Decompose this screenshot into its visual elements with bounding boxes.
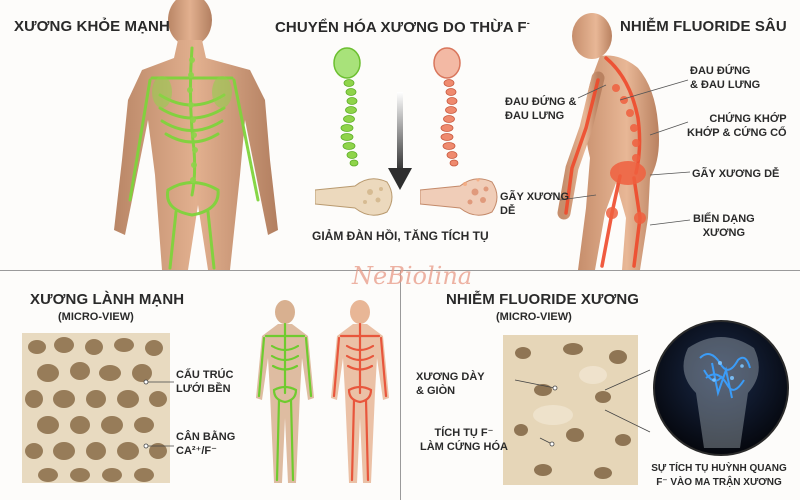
- label-pain-left-line1: ĐAU ĐỨNG &: [505, 96, 577, 108]
- fluorosis-figure: [550, 8, 680, 270]
- label-joint-line1: CHỨNG KHỚP: [709, 113, 787, 125]
- fluoride-micro-tissue: [503, 335, 638, 485]
- green-full-skeleton: [250, 298, 320, 488]
- down-arrow-icon: [385, 92, 415, 192]
- label-balance-line1: CÂN BẰNG: [176, 431, 236, 443]
- bottom-fluoride-title: NHIỄM FLUORIDE XƯƠNG: [446, 291, 640, 308]
- metabolism-caption: GIẢM ĐÀN HỒI, TĂNG TÍCH TỤ: [312, 229, 489, 243]
- label-pain-right: ĐAU ĐỨNG & ĐAU LƯNG: [690, 64, 760, 92]
- bottom-healthy-sub: (MICRO-VIEW): [58, 311, 134, 323]
- label-pain-right-line2: & ĐAU LƯNG: [690, 79, 761, 91]
- label-pain-left: ĐAU ĐỨNG & ĐAU LƯNG: [505, 95, 576, 123]
- label-fluorescence: SỰ TÍCH TỤ HUỲNH QUANG F⁻ VÀO MA TRẬN XƯ…: [640, 462, 798, 490]
- label-deform-line1: BIẾN DẠNG: [693, 213, 755, 225]
- metabolism-title-sup: -: [526, 18, 530, 28]
- bone-end-healthy: [315, 172, 395, 222]
- fluorescence-zoom-circle: [648, 318, 794, 458]
- top-metabolism-title: CHUYỂN HÓA XƯƠNG DO THỪA F-: [275, 18, 530, 36]
- vertical-divider: [400, 271, 401, 500]
- label-joint: CHỨNG KHỚP KHỚP & CỨNG CỔ: [687, 112, 787, 140]
- label-accum: TÍCH TỤ F⁻ LÀM CỨNG HÓA: [420, 426, 508, 454]
- bottom-fluoride-sub: (MICRO-VIEW): [496, 311, 572, 323]
- label-thick-line2: & GIÒN: [416, 385, 456, 397]
- horizontal-divider: [0, 270, 800, 271]
- fluoride-callout-lines: [514, 369, 651, 447]
- label-balance: CÂN BẰNG CA²⁺/F⁻: [176, 430, 235, 458]
- healthy-callout-lines: [143, 379, 174, 449]
- label-fluorescence-line1: SỰ TÍCH TỤ HUỲNH QUANG: [651, 463, 787, 474]
- label-deform-line2: XƯƠNG: [702, 227, 746, 239]
- label-fluorescence-line2: F⁻ VÀO MA TRẬN XƯƠNG: [656, 477, 782, 488]
- metabolism-title-text: CHUYỂN HÓA XƯƠNG DO THỪA F: [275, 19, 527, 36]
- label-deform: BIẾN DẠNG XƯƠNG: [693, 212, 755, 240]
- top-fluorosis-title: NHIỄM FLUORIDE SÂU: [620, 18, 787, 35]
- label-joint-line2: KHỚP & CỨNG CỔ: [687, 127, 787, 139]
- healthy-back-figure: [100, 0, 290, 270]
- fluorosis-callout-lines: [559, 79, 691, 226]
- label-fracture-right: GÃY XƯƠNG DỄ: [692, 168, 780, 180]
- label-accum-line2: LÀM CỨNG HÓA: [420, 441, 508, 453]
- label-fracture-left: GÃY XƯƠNG DỄ: [500, 190, 569, 218]
- label-accum-line1: TÍCH TỤ F⁻: [434, 427, 494, 439]
- red-spine-small: [425, 45, 475, 170]
- label-structure-line2: LƯỚI BỀN: [176, 383, 231, 395]
- bone-end-fluoride: [420, 172, 500, 222]
- bottom-healthy-title: XƯƠNG LÀNH MẠNH: [30, 291, 185, 308]
- label-pain-right-line1: ĐAU ĐỨNG: [690, 65, 751, 77]
- watermark-logo: NeBiolina: [352, 262, 473, 290]
- label-structure-line1: CẤU TRÚC: [176, 369, 234, 381]
- label-pain-left-line2: ĐAU LƯNG: [505, 110, 565, 122]
- healthy-micro-tissue: [22, 333, 170, 483]
- label-fracture-left-line2: DỄ: [500, 205, 516, 217]
- label-fracture-left-line1: GÃY XƯƠNG: [500, 191, 570, 203]
- label-structure: CẤU TRÚC LƯỚI BỀN: [176, 368, 233, 396]
- green-spine-small: [325, 45, 375, 170]
- label-thick: XƯƠNG DÀY & GIÒN: [416, 370, 485, 398]
- red-full-skeleton: [325, 298, 395, 488]
- label-thick-line1: XƯƠNG DÀY: [416, 371, 485, 383]
- top-healthy-title: XƯƠNG KHỎE MẠNH: [14, 18, 170, 35]
- label-balance-line2: CA²⁺/F⁻: [176, 445, 217, 457]
